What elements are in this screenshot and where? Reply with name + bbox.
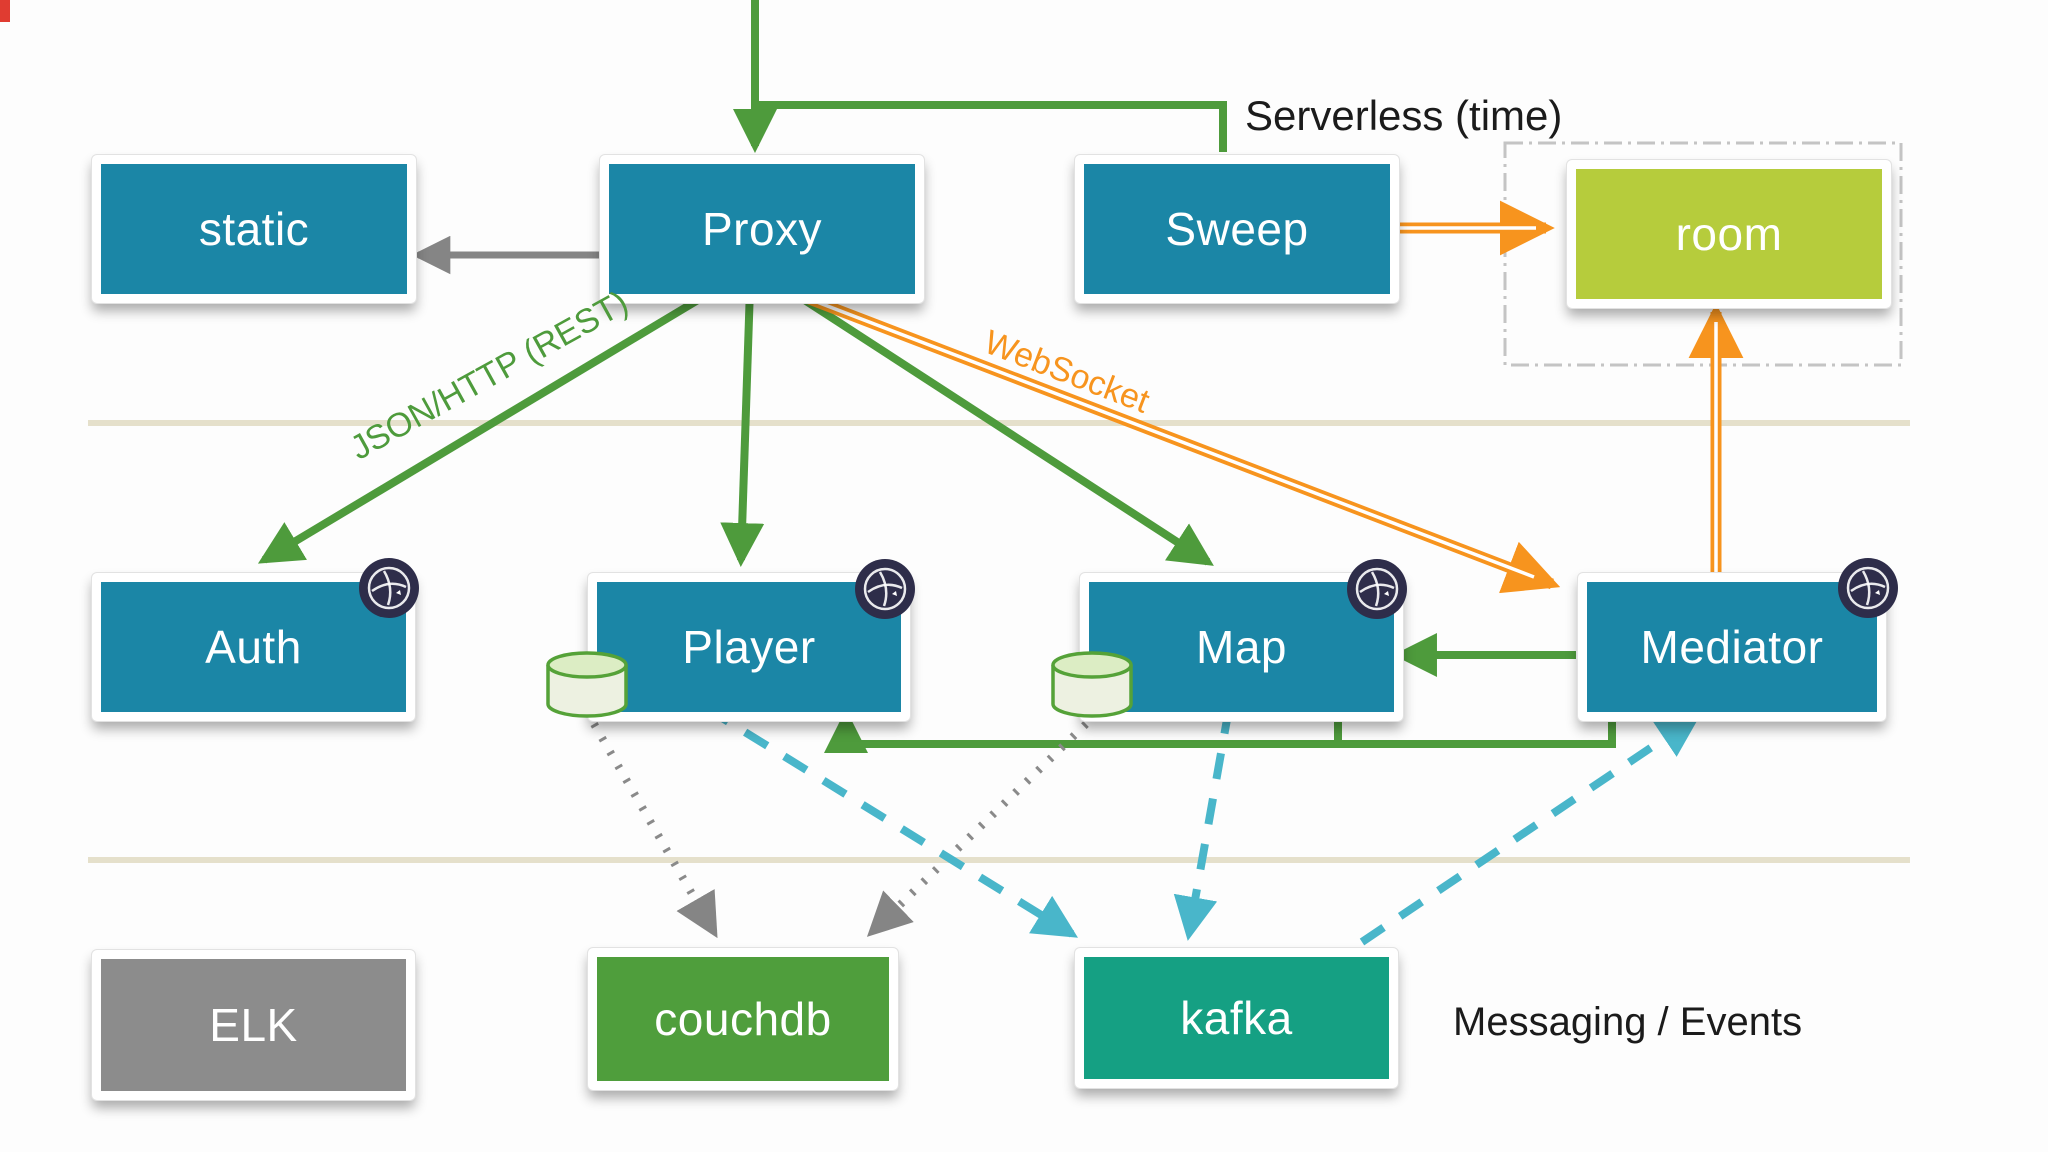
node-room: room bbox=[1567, 160, 1891, 308]
node-mediator: Mediator bbox=[1578, 573, 1886, 721]
edge-map-db-to-couchdb bbox=[866, 721, 1089, 937]
edge-proxy-to-mediator-inner bbox=[777, 285, 1535, 579]
node-static: static bbox=[92, 155, 416, 303]
edge-proxy-to-player bbox=[720, 287, 765, 568]
edge-map-to-kafka bbox=[1173, 707, 1233, 941]
edge-proxy-to-auth bbox=[257, 284, 721, 564]
node-auth: Auth bbox=[92, 573, 415, 721]
node-kafka: kafka bbox=[1075, 948, 1398, 1088]
node-sweep: Sweep bbox=[1075, 155, 1399, 303]
database-icon bbox=[1050, 651, 1134, 726]
edge-top-to-sweep bbox=[755, 101, 1227, 152]
edge-kafka-to-mediator bbox=[1359, 714, 1701, 946]
openwhisk-logo-icon bbox=[1837, 557, 1899, 619]
edge-proxy-to-map bbox=[783, 284, 1214, 566]
openwhisk-logo-icon bbox=[854, 558, 916, 620]
edge-label-serverless: Serverless (time) bbox=[1245, 92, 1563, 139]
node-couchdb: couchdb bbox=[588, 948, 898, 1090]
section-divider-bottom bbox=[88, 857, 1910, 863]
edge-label-messaging: Messaging / Events bbox=[1453, 1000, 1803, 1044]
openwhisk-logo-icon bbox=[1346, 558, 1408, 620]
node-elk: ELK bbox=[92, 950, 415, 1100]
openwhisk-logo-icon bbox=[358, 557, 420, 619]
node-proxy: Proxy bbox=[600, 155, 924, 303]
database-icon bbox=[545, 651, 629, 726]
edge-player-db-to-couchdb bbox=[590, 722, 718, 939]
edge-player-to-kafka bbox=[703, 704, 1078, 938]
screen-corner-artifact bbox=[0, 0, 10, 22]
